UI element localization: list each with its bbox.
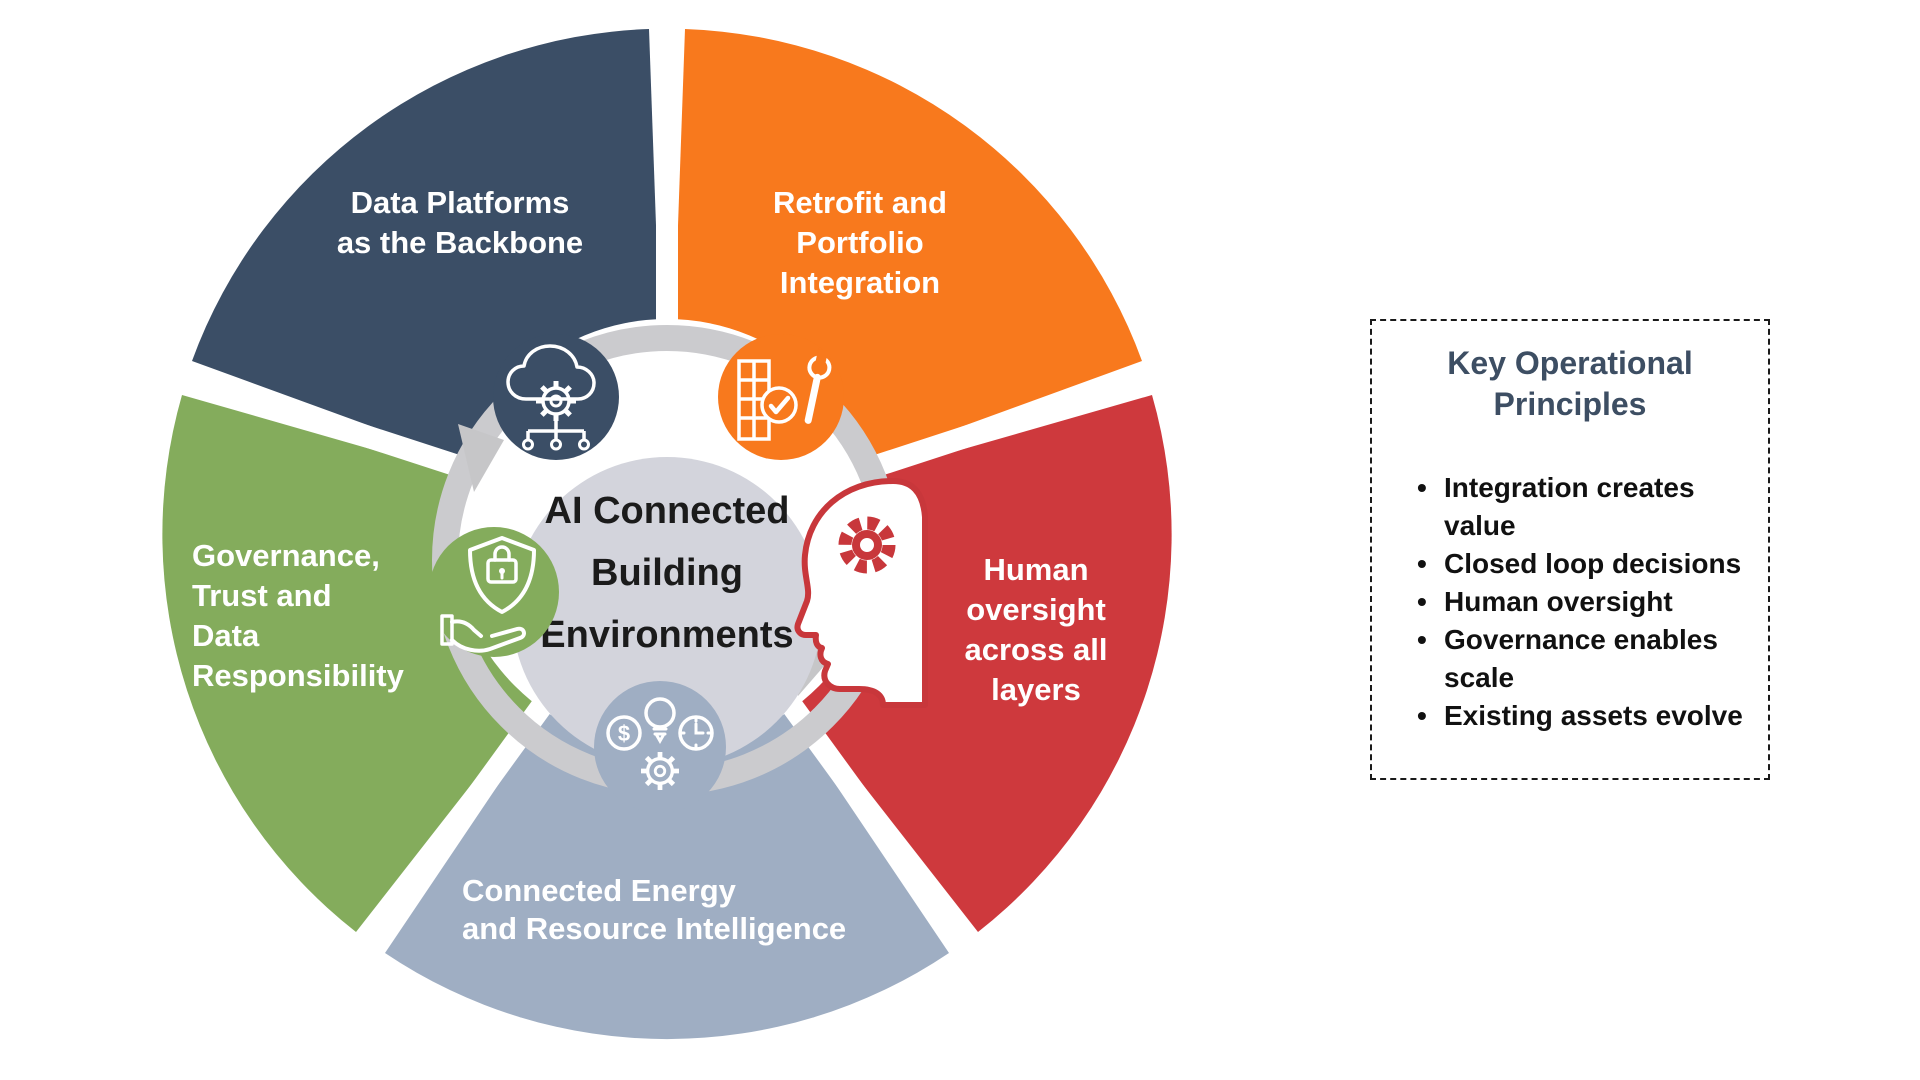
bulb-dollar-clock-gear-icon: $: [594, 681, 726, 813]
hub-title-line: AI Connected: [545, 490, 790, 532]
segment-label-line: Trust and: [192, 578, 332, 613]
cycle-arrow-icon: [458, 424, 504, 492]
segment-labels: Data Platforms as the Backbone Retrofit …: [192, 185, 1108, 946]
key-principles-panel: Key Operational Principles Integration c…: [1370, 319, 1770, 780]
cloud-network-gear-icon: [493, 334, 619, 460]
segment-label-line: Data Platforms: [351, 185, 570, 220]
list-item: Integration creates value: [1417, 469, 1762, 545]
segment-label-line: layers: [991, 672, 1081, 707]
segment-label-line: Data: [192, 618, 260, 653]
segment-label-line: Responsibility: [192, 658, 405, 693]
key-principles-title-line: Principles: [1493, 386, 1647, 422]
hub-title-line: Building: [591, 552, 743, 594]
segment-label-line: Connected Energy: [462, 873, 737, 908]
hub-title-line: Environments: [540, 614, 793, 656]
list-item: Human oversight: [1417, 583, 1762, 621]
list-item: Closed loop decisions: [1417, 545, 1762, 583]
human-head-gear-icon: [794, 478, 928, 708]
list-item: Existing assets evolve: [1417, 697, 1762, 735]
segment-label-line: Retrofit and: [773, 185, 947, 220]
key-principles-title: Key Operational Principles: [1372, 343, 1768, 425]
dollar-glyph: $: [618, 721, 630, 746]
segment-label-line: Governance,: [192, 538, 380, 573]
key-principles-list: Integration creates value Closed loop de…: [1372, 469, 1768, 735]
segment-label-line: Integration: [780, 265, 940, 300]
scaffold-check-wrench-icon: [718, 334, 844, 460]
hub-circle: [512, 457, 822, 767]
segment-label-line: and Resource Intelligence: [462, 911, 846, 946]
segment-label-line: Portfolio: [796, 225, 923, 260]
list-item: Governance enables scale: [1417, 621, 1762, 697]
segment-label-line: Human: [983, 552, 1088, 587]
wheel: AI Connected Building Environments: [159, 4, 1175, 1040]
segment-label-line: as the Backbone: [337, 225, 583, 260]
shield-lock-hand-icon: [429, 527, 559, 657]
key-principles-title-line: Key Operational: [1447, 345, 1693, 381]
segment-label-line: across all: [964, 632, 1107, 667]
segment-label-line: oversight: [966, 592, 1106, 627]
